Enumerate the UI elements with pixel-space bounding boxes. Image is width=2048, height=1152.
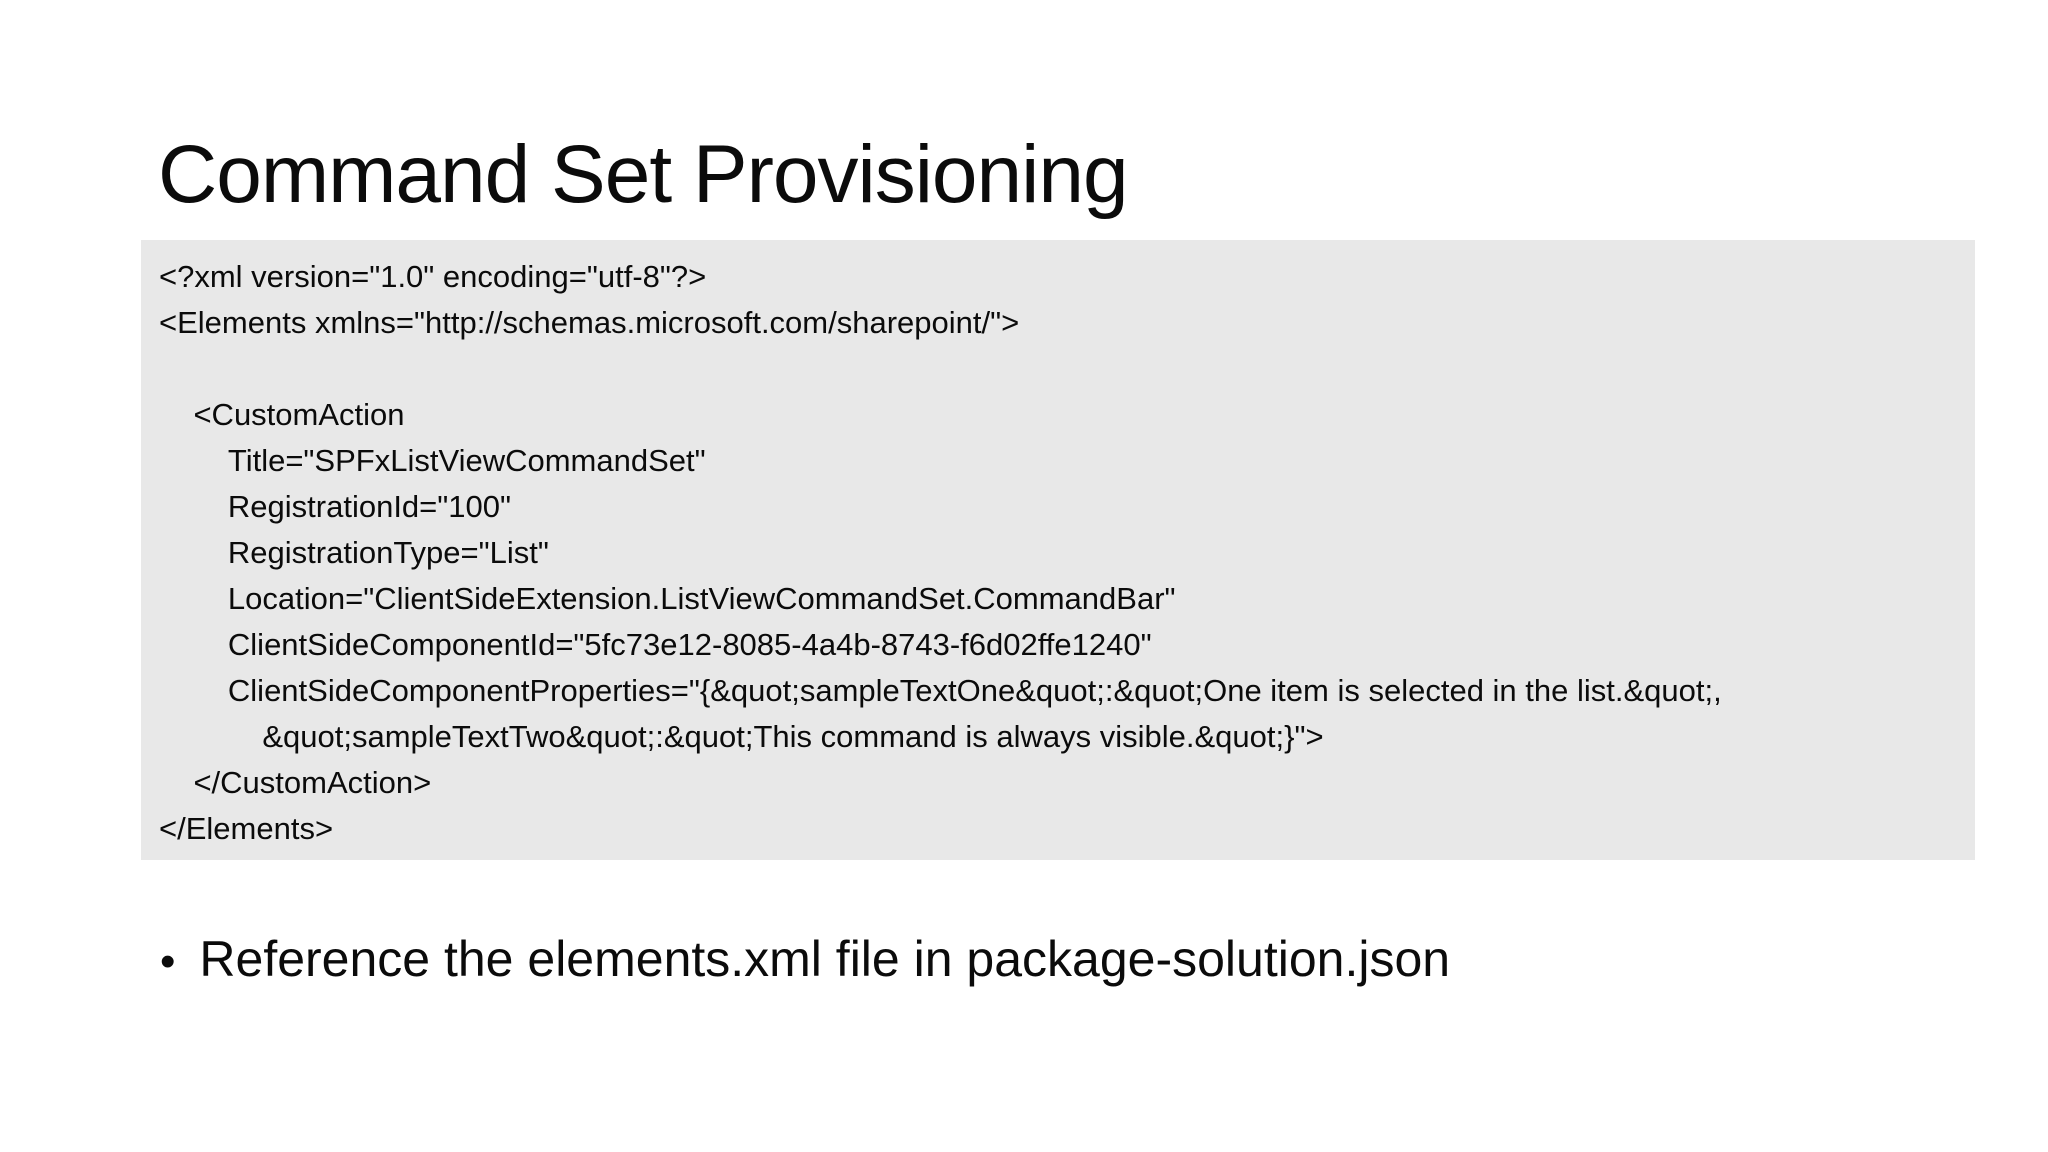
- code-line: &quot;sampleTextTwo&quot;:&quot;This com…: [159, 719, 1324, 754]
- code-line: RegistrationType="List": [159, 535, 549, 570]
- code-line: Title="SPFxListViewCommandSet": [159, 443, 706, 478]
- bullet-text: Reference the elements.xml file in packa…: [199, 931, 1451, 987]
- xml-code-block: <?xml version="1.0" encoding="utf-8"?> <E…: [141, 240, 1975, 860]
- code-line: ClientSideComponentId="5fc73e12-8085-4a4…: [159, 627, 1152, 662]
- code-line: <?xml version="1.0" encoding="utf-8"?>: [159, 259, 707, 294]
- code-line: RegistrationId="100": [159, 489, 512, 524]
- code-line: [159, 346, 1965, 392]
- code-line: Location="ClientSideExtension.ListViewCo…: [159, 581, 1176, 616]
- code-line: <Elements xmlns="http://schemas.microsof…: [159, 305, 1020, 340]
- bullet-marker: •: [160, 937, 176, 986]
- slide-title: Command Set Provisioning: [158, 129, 1129, 220]
- code-line: </CustomAction>: [159, 765, 432, 800]
- bullet-item: • Reference the elements.xml file in pac…: [160, 926, 1450, 995]
- code-line: ClientSideComponentProperties="{&quot;sa…: [159, 673, 1722, 708]
- code-line: </Elements>: [159, 811, 334, 846]
- code-line: <CustomAction: [159, 397, 405, 432]
